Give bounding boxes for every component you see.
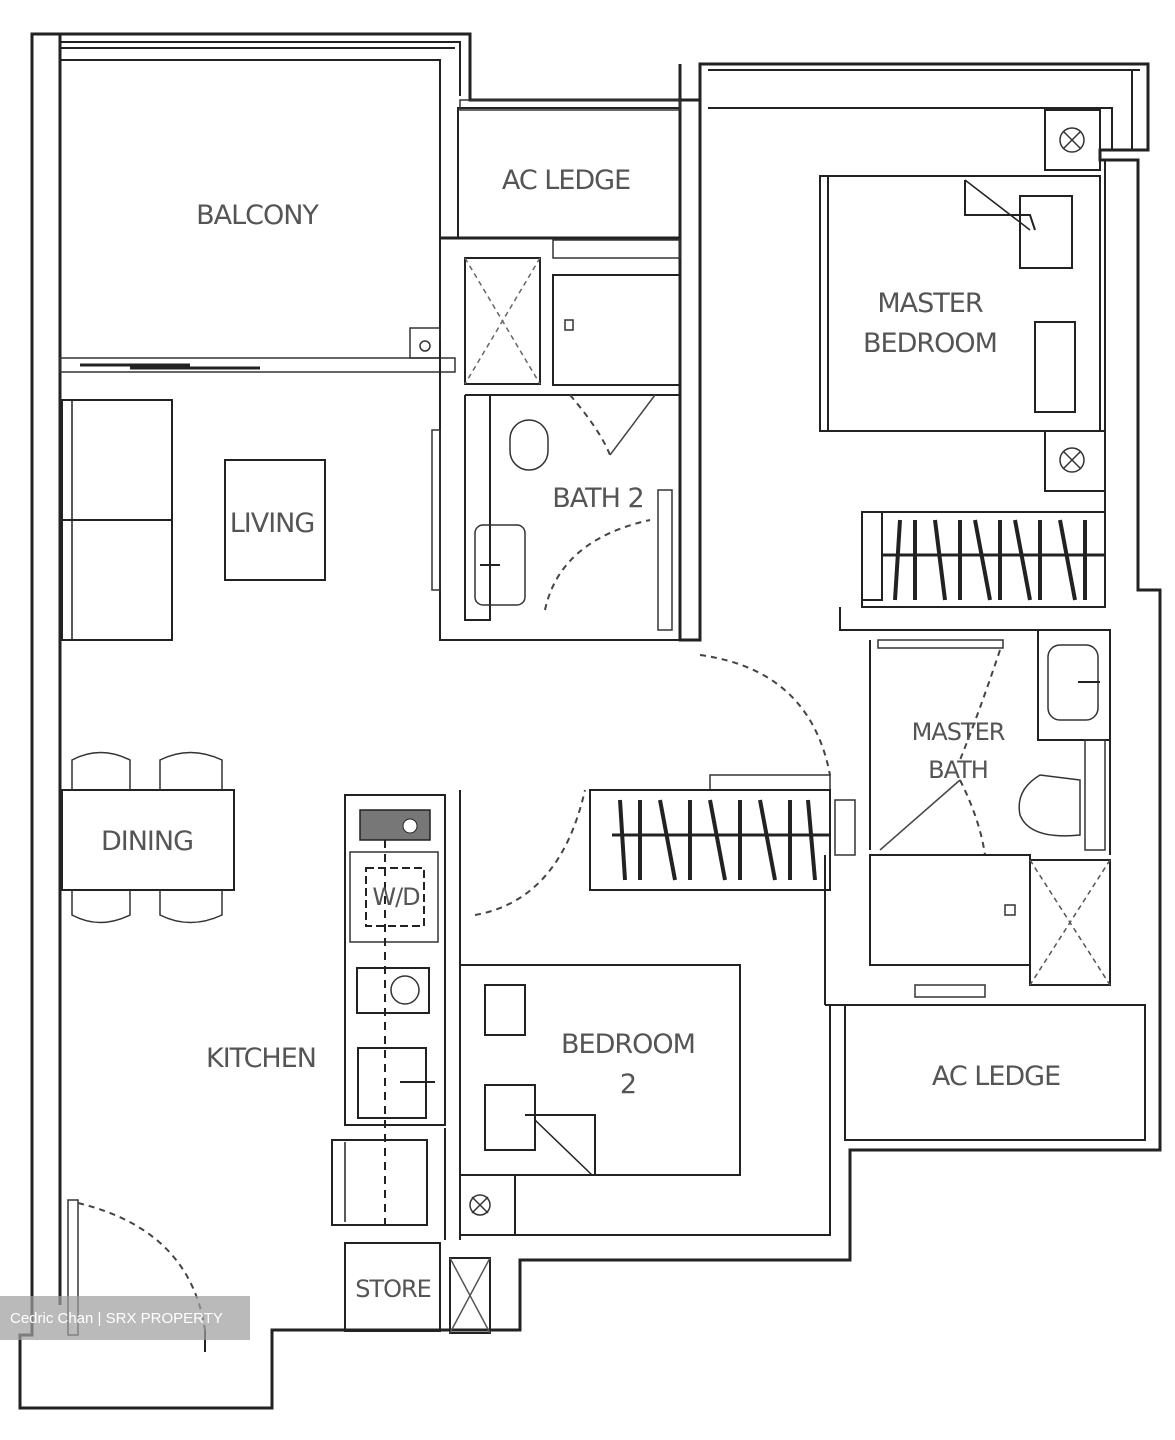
label-kitchen: KITCHEN <box>206 1043 316 1074</box>
label-bath-2: BATH 2 <box>552 483 643 514</box>
balcony-room <box>59 327 456 373</box>
label-store: STORE <box>355 1275 431 1303</box>
store-room <box>344 1242 491 1334</box>
label-bedroom-2-1: BEDROOM <box>561 1029 695 1060</box>
label-master-bedroom-2: BEDROOM <box>863 328 997 359</box>
ac-ledge-bottom <box>824 855 1146 1141</box>
label-ac-ledge-bottom: AC LEDGE <box>932 1061 1060 1092</box>
kitchen-area <box>331 790 461 1240</box>
label-dining: DINING <box>101 826 193 857</box>
watermark-banner: Cedric Chan | SRX PROPERTY <box>0 1296 250 1340</box>
watermark-text: Cedric Chan | SRX PROPERTY <box>10 1309 223 1327</box>
label-master-bath-2: BATH <box>928 756 988 784</box>
master-bath-room <box>839 607 1111 998</box>
label-master-bath-1: MASTER <box>912 718 1005 746</box>
corridor-wardrobe <box>474 654 856 916</box>
bedroom-2-room <box>459 964 831 1236</box>
label-master-bedroom-1: MASTER <box>877 288 982 319</box>
label-living: LIVING <box>230 508 315 539</box>
label-ac-ledge-top: AC LEDGE <box>502 165 630 196</box>
bath-2-room <box>431 236 681 641</box>
dining-area <box>61 751 235 924</box>
label-balcony: BALCONY <box>196 200 319 231</box>
label-bedroom-2-2: 2 <box>620 1069 636 1100</box>
living-room <box>61 399 326 641</box>
label-washer-dryer: W/D <box>372 883 420 911</box>
master-bedroom-room <box>819 109 1106 608</box>
